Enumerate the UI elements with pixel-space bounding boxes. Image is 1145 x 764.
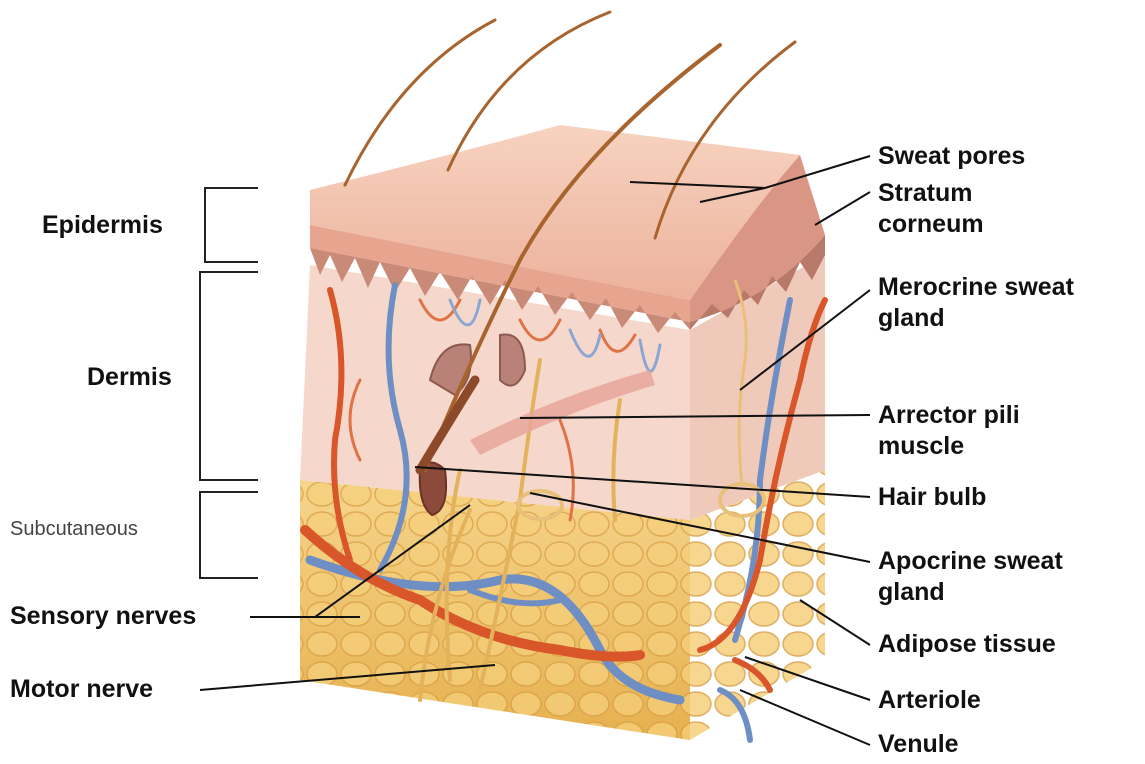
layer-brackets [200,188,258,578]
apocrine-line-2: gland [878,577,1063,608]
subcutaneous-bracket [200,492,258,578]
apocrine-sweat-gland-label: Apocrine sweat gland [878,546,1063,608]
subcutaneous-label: Subcutaneous [10,514,138,545]
dermis-label: Dermis [87,362,172,393]
epidermis-bracket [205,188,258,262]
adipose-tissue-label: Adipose tissue [878,629,1056,660]
stratum-corneum-line-1: Stratum [878,178,984,209]
sweat-pores-label: Sweat pores [878,141,1025,172]
leader-stratum-corneum [815,192,870,225]
leader-venule [740,690,870,745]
sensory-nerves-label: Sensory nerves [10,601,196,632]
subcutaneous-fat-lobules [300,480,690,740]
dermis-bracket [200,272,258,480]
hair-bulb-label: Hair bulb [878,482,986,513]
stratum-corneum-line-2: corneum [878,209,984,240]
arrector-line-1: Arrector pili [878,400,1020,431]
merocrine-line-2: gland [878,303,1074,334]
arteriole-label: Arteriole [878,685,981,716]
merocrine-line-1: Merocrine sweat [878,272,1074,303]
apocrine-line-1: Apocrine sweat [878,546,1063,577]
arrector-pili-muscle-label: Arrector pili muscle [878,400,1020,462]
venule-label: Venule [878,729,959,760]
arrector-line-2: muscle [878,431,1020,462]
stratum-corneum-label: Stratum corneum [878,178,984,240]
epidermis-label: Epidermis [42,210,163,241]
merocrine-sweat-gland-label: Merocrine sweat gland [878,272,1074,334]
motor-nerve-label: Motor nerve [10,674,153,705]
